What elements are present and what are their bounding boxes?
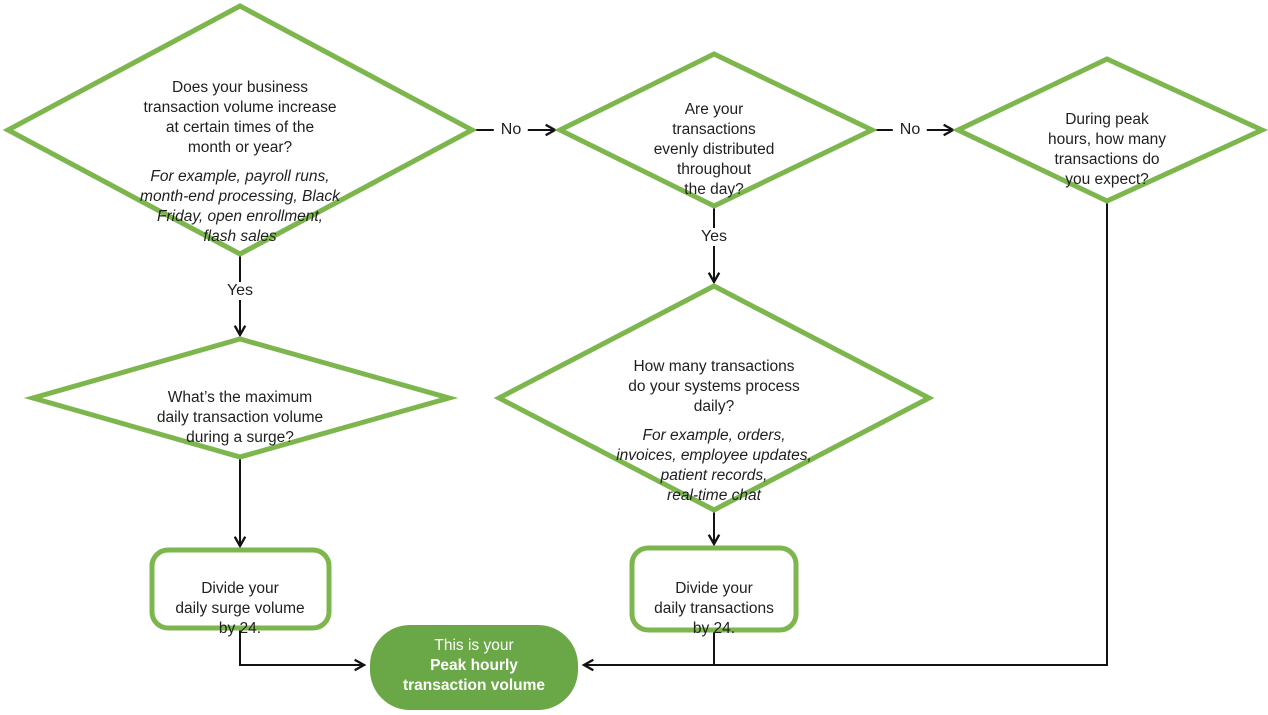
result-label: This is your Peak hourly transaction vol… bbox=[369, 636, 579, 696]
peak-times-question-text: Does your business transaction volume in… bbox=[143, 79, 337, 156]
edge-label-no-2: No bbox=[892, 121, 928, 139]
divide-daily-label-text: Divide your daily transactions by 24. bbox=[654, 580, 774, 637]
node-result-pill bbox=[370, 625, 578, 710]
divide-daily-label: Divide your daily transactions by 24. bbox=[614, 559, 814, 639]
node-divide-daily-box bbox=[629, 545, 799, 633]
peak-times-question: Does your business transaction volume in… bbox=[95, 58, 385, 267]
node-daily-volume-diamond bbox=[493, 283, 935, 513]
edge-peak-hours-to-result bbox=[584, 202, 1108, 665]
result-intro-text: This is your bbox=[434, 637, 514, 654]
node-max-surge-diamond bbox=[23, 336, 459, 460]
node-peak-times-diamond bbox=[2, 3, 478, 257]
edge-label-yes-2: Yes bbox=[693, 228, 735, 246]
edge-label-yes-1: Yes bbox=[219, 282, 261, 300]
peak-hours-question: During peak hours, how many transactions… bbox=[992, 90, 1222, 190]
divide-surge-label-text: Divide your daily surge volume by 24. bbox=[175, 580, 305, 637]
daily-volume-question-text: How many transactions do your systems pr… bbox=[628, 358, 800, 415]
edge-label-no-1: No bbox=[493, 121, 529, 139]
divide-surge-label: Divide your daily surge volume by 24. bbox=[140, 559, 340, 639]
evenly-distributed-question-text: Are your transactions evenly distributed… bbox=[653, 101, 775, 198]
node-peak-hours-diamond bbox=[952, 56, 1268, 204]
max-surge-question: What’s the maximum daily transaction vol… bbox=[100, 368, 380, 448]
node-evenly-distributed-diamond bbox=[554, 51, 878, 209]
node-divide-surge-box bbox=[149, 547, 332, 631]
result-bold-text: Peak hourly transaction volume bbox=[402, 657, 546, 694]
evenly-distributed-question: Are your transactions evenly distributed… bbox=[594, 80, 834, 200]
daily-volume-example-text: For example, orders, invoices, employee … bbox=[616, 427, 812, 504]
peak-hours-question-text: During peak hours, how many transactions… bbox=[1047, 111, 1167, 188]
daily-volume-question: How many transactions do your systems pr… bbox=[569, 337, 859, 526]
peak-times-example-text: For example, payroll runs, month-end pro… bbox=[140, 168, 340, 245]
edge-divide-surge-to-result bbox=[239, 628, 364, 665]
max-surge-question-text: What’s the maximum daily transaction vol… bbox=[156, 389, 324, 446]
